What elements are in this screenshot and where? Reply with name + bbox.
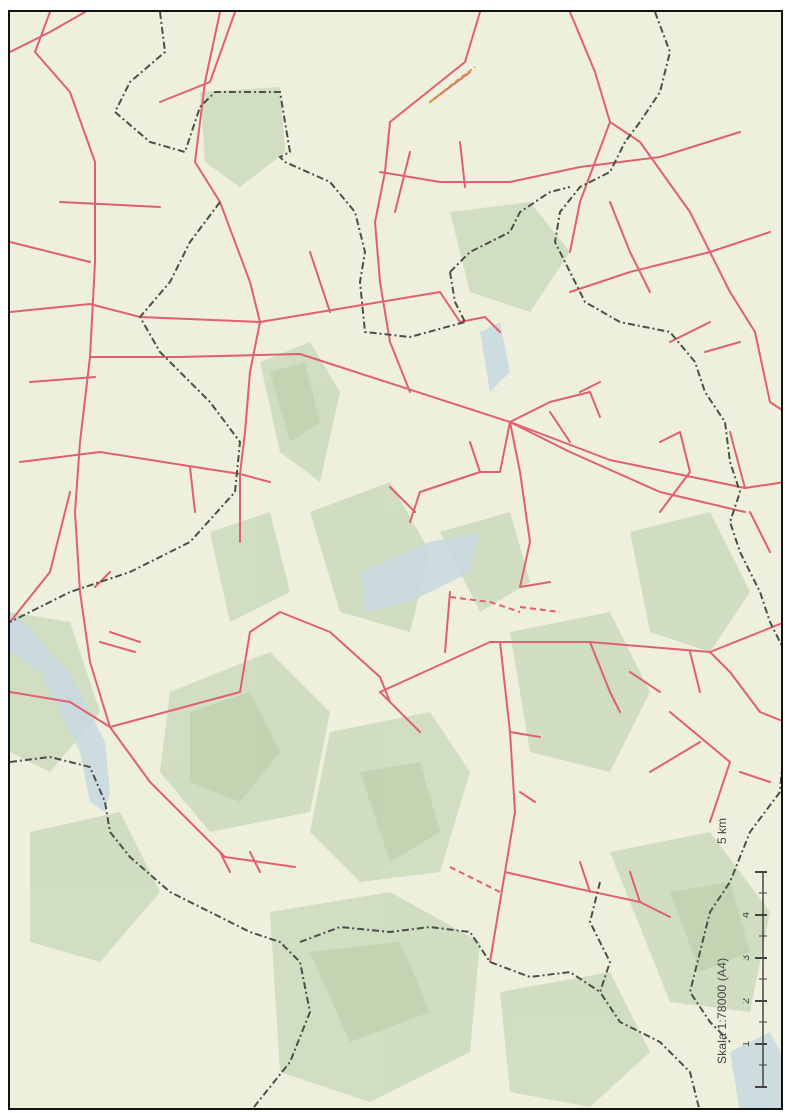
network-line <box>10 491 71 623</box>
network-line <box>549 411 571 443</box>
network-line <box>249 851 261 873</box>
network-line <box>10 12 86 53</box>
network-line <box>579 381 601 393</box>
network-line <box>29 376 96 383</box>
scale-tick-label: 3 <box>743 955 752 961</box>
network-line <box>89 353 746 489</box>
boundary-line <box>688 767 781 1043</box>
lake <box>360 532 480 612</box>
network-line-planned <box>449 596 521 613</box>
network-line <box>379 676 391 703</box>
boundary-line <box>10 201 242 623</box>
forest-area <box>630 512 750 652</box>
forest-area <box>360 762 440 862</box>
forest-area <box>510 612 650 772</box>
network-line <box>669 711 731 823</box>
network-line <box>374 12 481 393</box>
network-line <box>489 641 516 963</box>
network-line <box>569 12 781 411</box>
network-line-planned <box>519 606 561 613</box>
forest-area <box>190 692 280 802</box>
forest-area <box>210 512 290 622</box>
forest-area <box>450 202 570 312</box>
lake <box>730 1032 781 1108</box>
network-lines-dashed <box>449 596 561 893</box>
network-line <box>59 201 161 208</box>
forest-area <box>30 812 160 962</box>
scale-bar: Skala 1:78000 (A4) 5 km 4 3 2 1 <box>715 818 769 1092</box>
forest-area <box>500 972 650 1107</box>
network-line <box>504 871 671 918</box>
network-line <box>629 871 641 903</box>
network-line <box>10 291 441 323</box>
network-line <box>439 291 501 333</box>
network-line <box>10 241 91 263</box>
network-line <box>389 486 416 513</box>
network-line <box>444 591 451 653</box>
water-areas <box>10 322 781 1108</box>
network-line <box>569 231 771 293</box>
boundary-line <box>588 881 701 1108</box>
boundary-line <box>113 12 466 339</box>
network-line <box>519 791 536 803</box>
network-line <box>589 641 621 713</box>
boundary-line <box>10 755 312 1108</box>
network-line <box>569 121 611 253</box>
network-line <box>739 771 771 783</box>
network-line <box>579 861 591 893</box>
network-line <box>629 671 661 693</box>
network-line <box>99 641 136 653</box>
river <box>10 612 110 812</box>
network-line <box>379 131 741 183</box>
network-line <box>379 691 421 733</box>
network-line <box>109 631 141 643</box>
network-line <box>669 321 711 343</box>
boundary-line-alt <box>429 66 476 103</box>
network-line <box>309 251 331 313</box>
network-line <box>749 511 771 553</box>
boundary-line <box>449 271 466 323</box>
scale-caption: Skala 1:78000 (A4) <box>715 957 729 1064</box>
forest-area <box>310 942 430 1042</box>
network-line <box>609 201 651 293</box>
network-line <box>194 12 261 543</box>
scale-ticks: 4 3 2 1 <box>743 871 767 1088</box>
network-line <box>689 651 701 693</box>
scale-tick-label: 4 <box>743 912 752 918</box>
network-line <box>189 466 196 513</box>
map-frame: Skala 1:78000 (A4) 5 km 4 3 2 1 <box>8 10 783 1110</box>
network-line <box>509 731 541 738</box>
forest-areas-dense <box>190 362 750 1042</box>
lake <box>480 322 510 392</box>
forest-area <box>270 362 320 442</box>
network-line <box>649 741 701 773</box>
map-canvas[interactable] <box>10 12 783 1110</box>
network-line <box>704 341 741 353</box>
network-line <box>219 851 231 873</box>
boundary-line <box>553 12 781 647</box>
scale-tick-label: 1 <box>743 1041 752 1047</box>
forest-area <box>670 882 750 972</box>
network-line <box>509 421 551 588</box>
network-line <box>10 611 381 728</box>
network-line <box>729 431 781 489</box>
network-line <box>509 421 746 513</box>
network-line <box>34 12 296 868</box>
network-line <box>159 12 236 103</box>
network-line <box>19 451 271 483</box>
network-line <box>509 391 601 423</box>
boundary-accent <box>429 66 476 103</box>
scale-tick-label: 2 <box>743 998 752 1004</box>
network-line <box>469 441 481 473</box>
network-line <box>459 141 466 188</box>
forest-area <box>200 87 285 187</box>
scale-unit-label: 5 km <box>715 817 729 844</box>
network-lines <box>10 12 781 963</box>
network-line <box>709 651 781 722</box>
network-line <box>394 151 411 213</box>
administrative-boundaries <box>10 12 781 1108</box>
network-line <box>94 571 111 588</box>
network-line <box>659 431 691 513</box>
